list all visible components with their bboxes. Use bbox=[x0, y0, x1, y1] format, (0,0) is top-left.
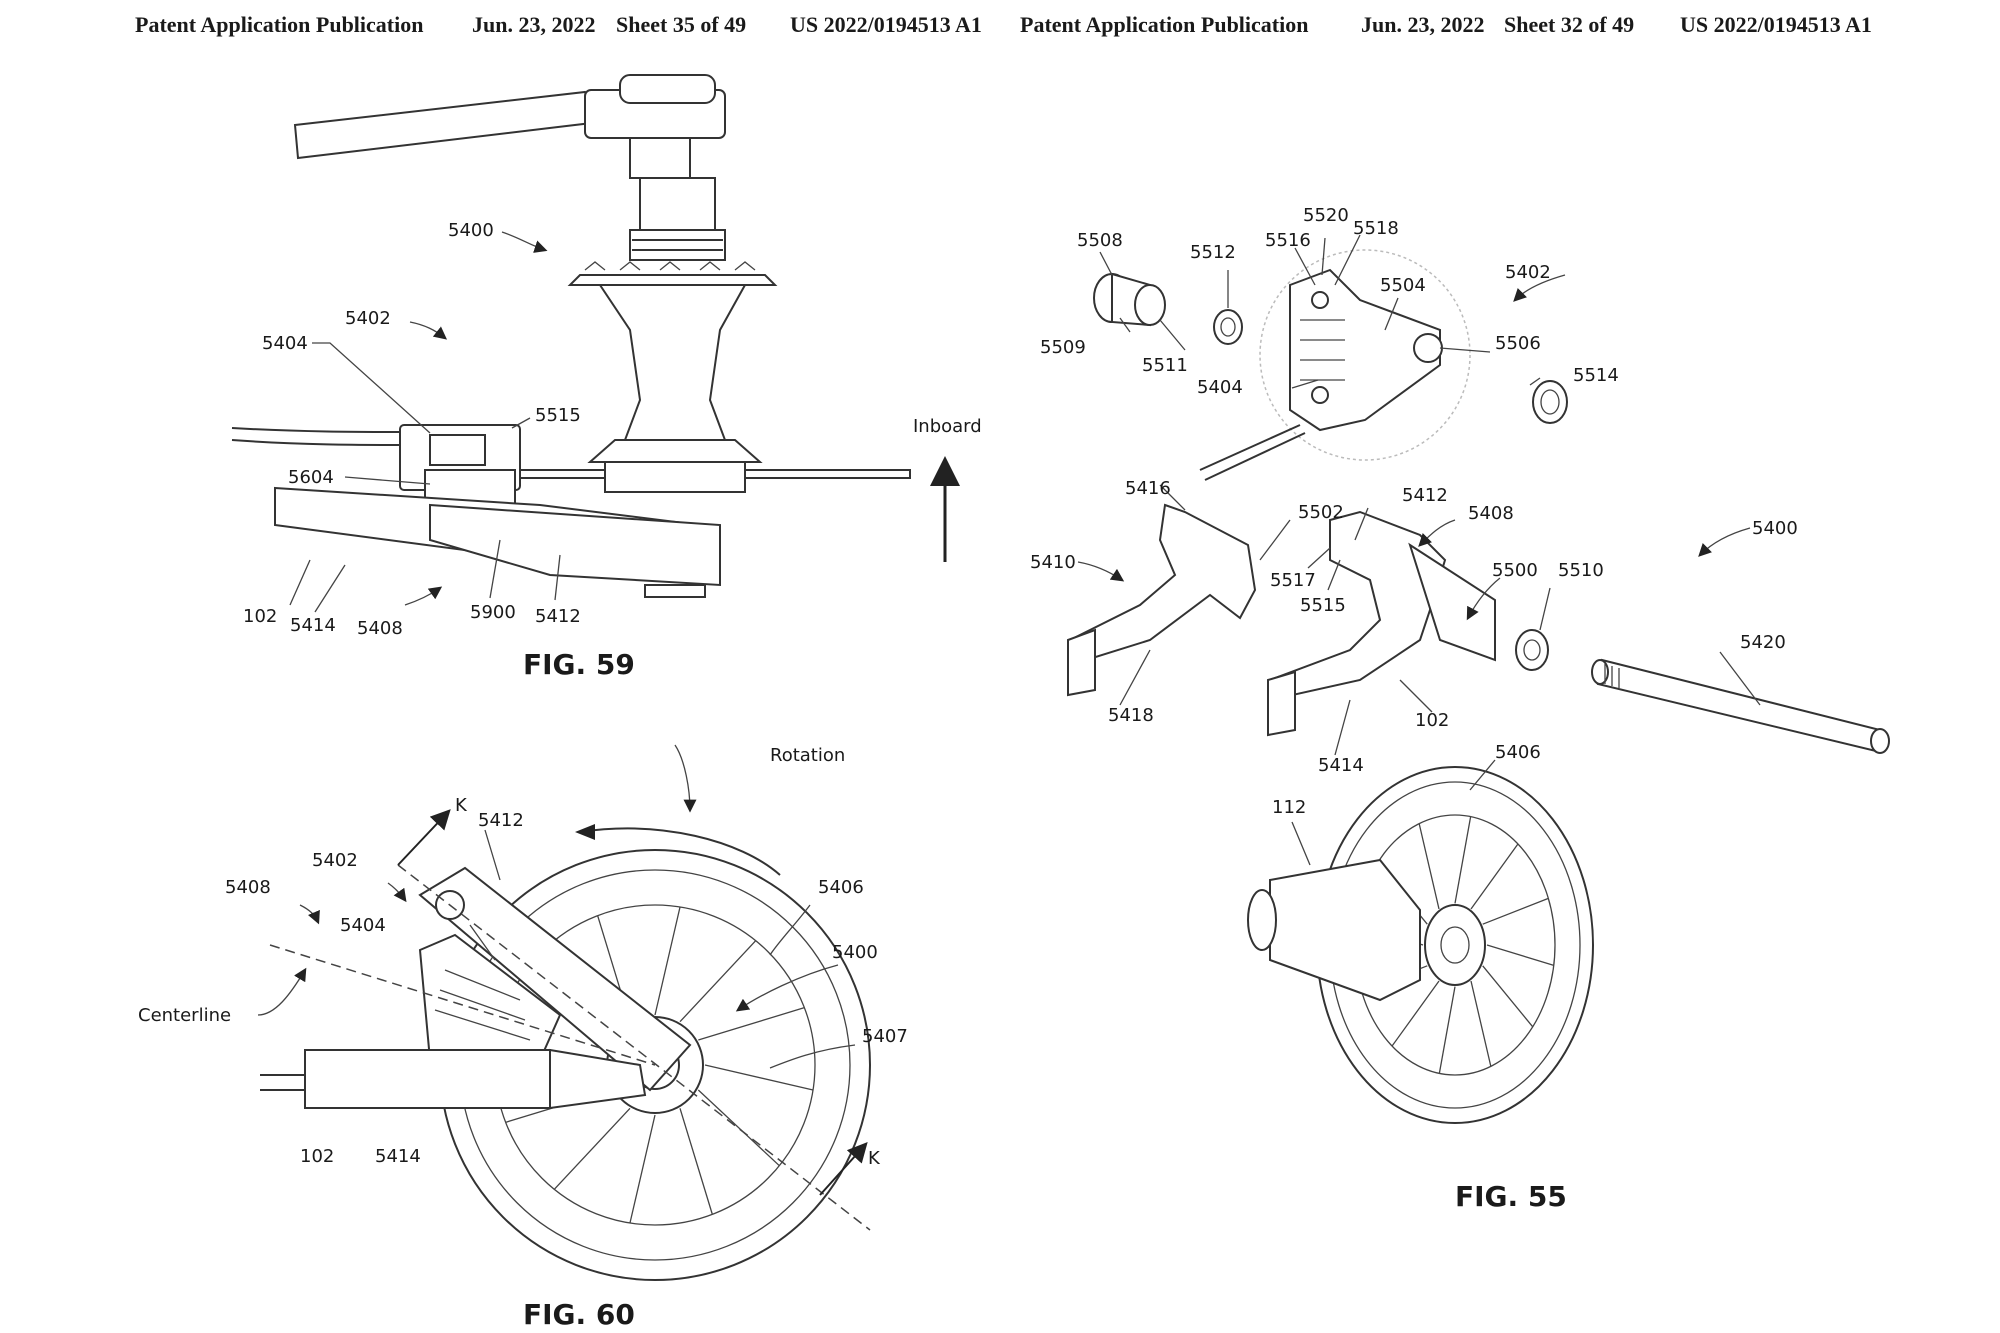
fig60-label-5412: 5412 bbox=[478, 810, 524, 831]
fig59-label-5900: 5900 bbox=[470, 602, 516, 623]
fig55-label-5402: 5402 bbox=[1505, 262, 1551, 283]
header-publication-right: Patent Application Publication bbox=[1020, 12, 1309, 37]
fig59-label-102: 102 bbox=[243, 606, 278, 627]
fig59-drawing bbox=[231, 74, 960, 613]
fig59-label-5414: 5414 bbox=[290, 615, 336, 636]
fig55-label-102: 102 bbox=[1415, 710, 1450, 731]
fig60-caption: FIG. 60 bbox=[523, 1298, 635, 1331]
fig55-label-5418: 5418 bbox=[1108, 705, 1154, 726]
rotor-spoke bbox=[698, 1007, 805, 1041]
fig60-label-5407: 5407 bbox=[862, 1026, 908, 1047]
fig55-label-5509: 5509 bbox=[1040, 337, 1086, 358]
fig59-label-inboard: Inboard bbox=[913, 416, 982, 437]
fig55-label-5517: 5517 bbox=[1270, 570, 1316, 591]
fig59-label-5515: 5515 bbox=[535, 405, 581, 426]
fig55-label-5420: 5420 bbox=[1740, 632, 1786, 653]
fig60-label-102: 102 bbox=[300, 1146, 335, 1167]
fig60-label-5408: 5408 bbox=[225, 877, 271, 898]
fig60-label-k-top: K bbox=[455, 795, 467, 816]
fig55-label-5414: 5414 bbox=[1318, 755, 1364, 776]
rotor-spoke bbox=[697, 1089, 780, 1167]
fig55-label-5516: 5516 bbox=[1265, 230, 1311, 251]
fig59-label-5412: 5412 bbox=[535, 606, 581, 627]
rotor-spoke bbox=[553, 1107, 631, 1190]
rotor-spoke bbox=[679, 940, 757, 1023]
rotor-spoke bbox=[1482, 965, 1534, 1028]
fig55-label-5400: 5400 bbox=[1752, 518, 1798, 539]
fig55-label-5502: 5502 bbox=[1298, 502, 1344, 523]
fig55-label-112: 112 bbox=[1272, 797, 1307, 818]
fig60-label-5414: 5414 bbox=[375, 1146, 421, 1167]
fig55-label-5506: 5506 bbox=[1495, 333, 1541, 354]
rotor-spoke bbox=[679, 1108, 713, 1215]
fig55-label-5510: 5510 bbox=[1558, 560, 1604, 581]
header-number-right: US 2022/0194513 A1 bbox=[1680, 12, 1872, 37]
header-sheet-left: Sheet 35 of 49 bbox=[616, 12, 747, 37]
header-number-left: US 2022/0194513 A1 bbox=[790, 12, 982, 37]
fig55-label-5404: 5404 bbox=[1197, 377, 1243, 398]
fig60-label-5400: 5400 bbox=[832, 942, 878, 963]
rotor-spoke bbox=[1418, 823, 1440, 910]
fig55-label-5504: 5504 bbox=[1380, 275, 1426, 296]
fig55-label-5408: 5408 bbox=[1468, 503, 1514, 524]
rotor-spoke bbox=[1454, 816, 1472, 904]
rotor-spoke bbox=[654, 906, 681, 1016]
fig60-label-5404: 5404 bbox=[340, 915, 386, 936]
fig60-drawing bbox=[257, 744, 871, 1281]
fig59-label-5408: 5408 bbox=[357, 618, 403, 639]
fig59-label-5404: 5404 bbox=[262, 333, 308, 354]
rotor-spoke bbox=[1391, 980, 1440, 1047]
fig55-label-5512: 5512 bbox=[1190, 242, 1236, 263]
fig59-caption: FIG. 59 bbox=[523, 648, 635, 681]
fig55-label-5514: 5514 bbox=[1573, 365, 1619, 386]
rotor-spoke bbox=[1438, 986, 1456, 1074]
fig59-label-5400: 5400 bbox=[448, 220, 494, 241]
fig55-label-5520: 5520 bbox=[1303, 205, 1349, 226]
fig60-label-rotation: Rotation bbox=[770, 745, 846, 766]
rotor-spoke bbox=[1486, 944, 1554, 966]
header-sheet-right: Sheet 32 of 49 bbox=[1504, 12, 1635, 37]
fig55-caption: FIG. 55 bbox=[1455, 1180, 1567, 1213]
fig55-label-5406: 5406 bbox=[1495, 742, 1541, 763]
rotor-spoke bbox=[629, 1114, 656, 1224]
fig60-label-5406: 5406 bbox=[818, 877, 864, 898]
header-date-right: Jun. 23, 2022 bbox=[1361, 12, 1485, 37]
rotor-spoke bbox=[704, 1064, 814, 1091]
fig59-label-5604: 5604 bbox=[288, 467, 334, 488]
fig55-label-5518: 5518 bbox=[1353, 218, 1399, 239]
header-date-left: Jun. 23, 2022 bbox=[472, 12, 596, 37]
fig55-drawing bbox=[1067, 234, 1890, 1124]
fig55-label-5511: 5511 bbox=[1142, 355, 1188, 376]
rotor-spoke bbox=[1482, 897, 1549, 925]
fig59-label-5402: 5402 bbox=[345, 308, 391, 329]
header-publication-left: Patent Application Publication bbox=[135, 12, 424, 37]
fig55-label-5412: 5412 bbox=[1402, 485, 1448, 506]
fig60-label-centerline: Centerline bbox=[138, 1005, 232, 1026]
rotor-spoke bbox=[1470, 843, 1519, 910]
fig60-label-k-bottom: K bbox=[868, 1148, 880, 1169]
fig55-label-5410: 5410 bbox=[1030, 552, 1076, 573]
fig55-label-5416: 5416 bbox=[1125, 478, 1171, 499]
fig55-label-5500: 5500 bbox=[1492, 560, 1538, 581]
rotor-spoke bbox=[1470, 980, 1492, 1067]
fig55-label-5508: 5508 bbox=[1077, 230, 1123, 251]
fig55-label-5515: 5515 bbox=[1300, 595, 1346, 616]
fig60-label-5402: 5402 bbox=[312, 850, 358, 871]
